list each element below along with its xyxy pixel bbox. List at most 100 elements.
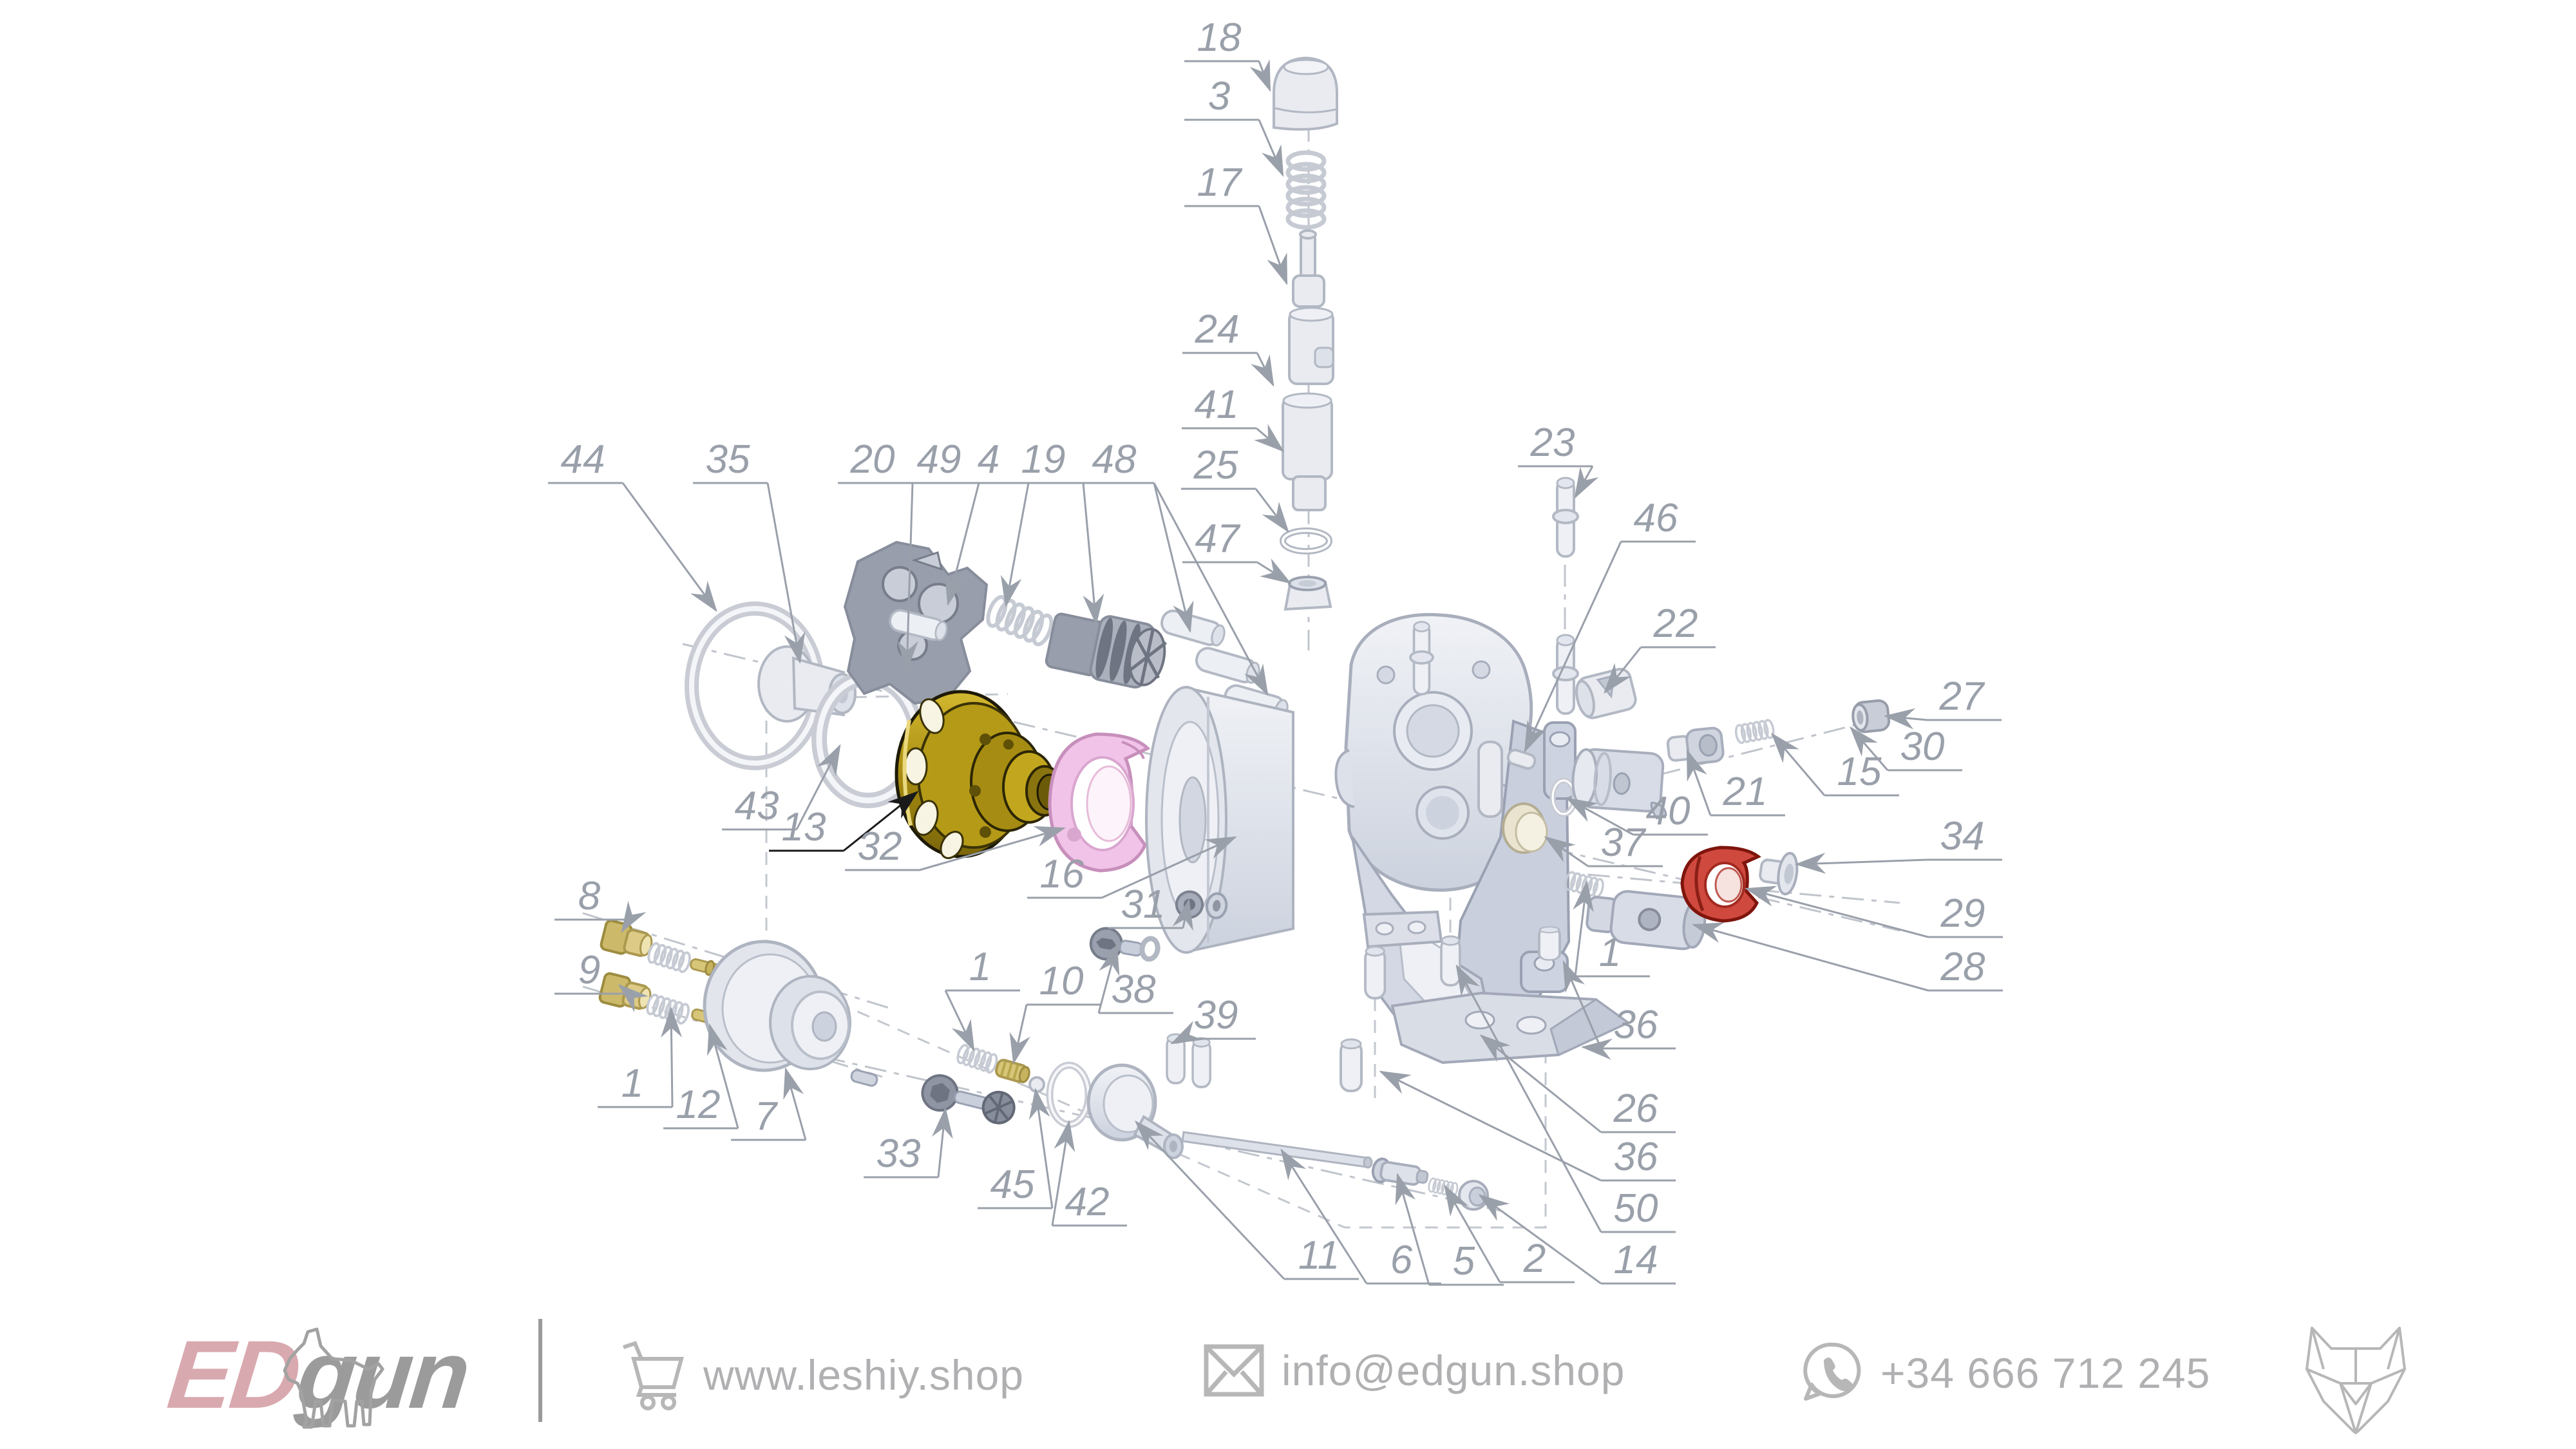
envelope-icon xyxy=(1204,1344,1264,1397)
part-label-46: 46 xyxy=(1524,496,1696,753)
part-spring-3 xyxy=(1288,153,1324,227)
svg-text:45: 45 xyxy=(990,1162,1035,1207)
part-label-30: 30 xyxy=(1850,724,1962,772)
svg-text:38: 38 xyxy=(1112,967,1156,1012)
part-label-26: 26 xyxy=(1479,1034,1676,1133)
part-label-25: 25 xyxy=(1181,443,1289,533)
part-label-35: 35 xyxy=(693,437,806,664)
part-label-29: 29 xyxy=(1745,886,2003,938)
svg-text:48: 48 xyxy=(1092,437,1137,482)
part-cylinder-16 xyxy=(1145,686,1294,954)
part-hammer-19 xyxy=(1045,612,1168,689)
part-label-8: 8 xyxy=(554,874,647,933)
part-label-13: 13 xyxy=(769,791,919,852)
part-bushing-36 xyxy=(1538,925,1561,961)
part-pin-48a xyxy=(1157,607,1229,650)
part-label-19: 19 xyxy=(1009,437,1104,625)
part-label-32: 32 xyxy=(845,824,1066,871)
part-valve-pin-23b xyxy=(1552,634,1579,715)
svg-text:3: 3 xyxy=(1208,74,1230,118)
part-label-6: 6 xyxy=(1280,1148,1441,1285)
svg-text:31: 31 xyxy=(1121,882,1166,927)
svg-text:47: 47 xyxy=(1195,516,1241,561)
part-spring-4 xyxy=(985,594,1055,647)
part-valve-pin-23a xyxy=(1552,477,1579,558)
part-label-34: 34 xyxy=(1795,814,2002,874)
part-spring-2 xyxy=(1426,1177,1459,1198)
part-breech-cap-13-gold xyxy=(895,690,1064,859)
part-bushing-34 xyxy=(1759,851,1799,896)
svg-text:30: 30 xyxy=(1900,724,1945,769)
phone-link[interactable]: +34 666 712 245 xyxy=(1880,1349,2211,1397)
part-label-40: 40 xyxy=(1566,789,1708,836)
part-label-48: 48 xyxy=(1079,437,1269,696)
part-label-49: 49 xyxy=(904,437,980,606)
svg-text:25: 25 xyxy=(1193,443,1238,488)
part-plug-37-cream xyxy=(1477,741,1548,854)
part-label-50: 50 xyxy=(1455,964,1676,1233)
part-spring-9 xyxy=(644,992,692,1026)
part-screw-12-target xyxy=(850,1069,878,1087)
phone-block: +34 666 712 245 xyxy=(1802,1341,2210,1405)
svg-text:24: 24 xyxy=(1195,307,1240,352)
part-label-15: 15 xyxy=(1771,732,1899,797)
part-label-28: 28 xyxy=(1692,922,2003,992)
email-link[interactable]: info@edgun.shop xyxy=(1282,1347,1625,1394)
part-label-42: 42 xyxy=(1051,1120,1127,1227)
svg-text:44: 44 xyxy=(561,437,605,482)
part-label-39: 39 xyxy=(1170,993,1256,1045)
svg-text:15: 15 xyxy=(1837,750,1882,794)
svg-text:22: 22 xyxy=(1653,601,1698,646)
svg-text:1: 1 xyxy=(621,1061,643,1106)
part-label-23: 23 xyxy=(1518,421,1599,499)
part-cocking-rod-6 xyxy=(1181,1131,1373,1169)
part-clamp-29-red xyxy=(1680,846,1761,923)
fox-icon xyxy=(2306,1327,2406,1434)
svg-text:4: 4 xyxy=(978,437,999,482)
part-label-22: 22 xyxy=(1604,601,1716,694)
part-label-5: 5 xyxy=(1395,1173,1504,1286)
part-label-18: 18 xyxy=(1184,15,1271,92)
website-link[interactable]: www.leshiy.shop xyxy=(703,1351,1024,1399)
part-wedge-rail xyxy=(1390,991,1631,1065)
footer-divider xyxy=(538,1319,542,1422)
svg-text:20: 20 xyxy=(850,437,895,482)
svg-text:16: 16 xyxy=(1040,852,1084,896)
part-end-cap-7 xyxy=(703,940,851,1072)
part-brass-plug-8 xyxy=(600,919,653,957)
part-label-4: 4 xyxy=(954,437,1030,607)
cart-icon xyxy=(623,1341,684,1410)
part-label-21: 21 xyxy=(1686,749,1785,817)
svg-text:35: 35 xyxy=(706,437,750,482)
part-label-44: 44 xyxy=(548,437,717,612)
svg-text:34: 34 xyxy=(1940,814,1985,858)
svg-text:17: 17 xyxy=(1197,160,1243,205)
part-label-24: 24 xyxy=(1182,307,1274,387)
part-valve-body-24 xyxy=(1288,307,1334,385)
part-gauge-plug-22 xyxy=(1575,668,1637,719)
svg-text:26: 26 xyxy=(1613,1086,1658,1131)
part-label-16: 16 xyxy=(1027,836,1237,899)
part-label-37: 37 xyxy=(1544,820,1663,867)
part-pin-top xyxy=(1409,620,1434,696)
part-pin-46 xyxy=(1506,748,1537,770)
part-oring-25 xyxy=(1280,527,1332,554)
part-label-45: 45 xyxy=(978,1088,1054,1209)
part-oring-42 xyxy=(1046,1061,1092,1128)
part-screw-38 xyxy=(1089,927,1160,962)
part-label-31: 31 xyxy=(1108,882,1193,931)
dog-icon xyxy=(283,1327,384,1429)
part-pin-39b xyxy=(1191,1037,1212,1088)
svg-text:21: 21 xyxy=(1723,770,1768,814)
part-label-38: 38 xyxy=(1097,943,1173,1014)
svg-text:1: 1 xyxy=(1599,931,1621,975)
svg-text:49: 49 xyxy=(917,437,961,482)
svg-text:46: 46 xyxy=(1634,496,1678,540)
website-block: www.leshiy.shop xyxy=(620,1340,1024,1410)
svg-text:2: 2 xyxy=(1523,1236,1546,1281)
svg-text:18: 18 xyxy=(1197,15,1242,60)
svg-text:5: 5 xyxy=(1453,1239,1475,1283)
part-label-9: 9 xyxy=(554,948,649,1012)
